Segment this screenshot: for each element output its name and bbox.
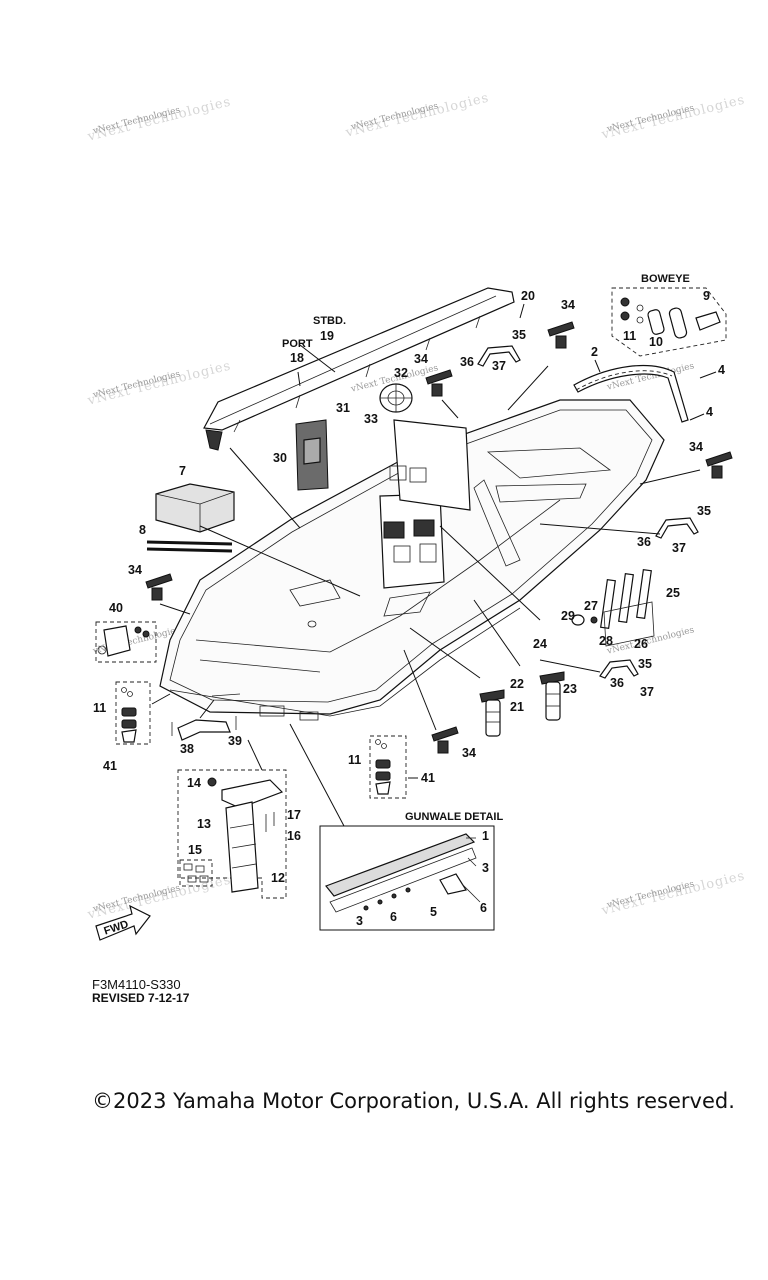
callout-34c: 34 <box>689 440 703 454</box>
callout-41b: 41 <box>421 771 435 785</box>
callout-6b: 6 <box>390 910 397 924</box>
callout-36: 36 <box>460 355 474 369</box>
ladder-group: 14 13 17 16 15 12 <box>177 739 301 899</box>
gunwale-rail <box>203 287 515 451</box>
callout-35b: 35 <box>697 504 711 518</box>
label-port: PORT <box>282 338 313 350</box>
callout-23: 23 <box>563 682 577 696</box>
callout-34d: 34 <box>128 563 142 577</box>
callout-15: 15 <box>188 843 202 857</box>
callout-28: 28 <box>599 634 613 648</box>
callout-2: 2 <box>591 345 598 359</box>
callout-41: 41 <box>103 759 117 773</box>
label-stbd: STBD. <box>313 315 346 327</box>
callout-34b: 34 <box>414 352 428 366</box>
callout-9: 9 <box>703 289 710 303</box>
callout-33: 33 <box>364 412 378 426</box>
callout-34e: 34 <box>462 746 476 760</box>
callout-35c: 35 <box>638 657 652 671</box>
tie-down: 38 39 <box>171 699 242 756</box>
callout-5: 5 <box>430 905 437 919</box>
gunwale-detail-frame <box>319 825 495 931</box>
boweye-group: BOWEYE 9 11 10 <box>611 273 727 357</box>
callout-29: 29 <box>561 609 575 623</box>
label-boweye: BOWEYE <box>641 273 690 285</box>
callout-12: 12 <box>271 871 285 885</box>
callout-14: 14 <box>187 776 201 790</box>
callout-27: 27 <box>584 599 598 613</box>
callout-7: 7 <box>179 464 186 478</box>
rod-holders: 25 27 29 28 26 <box>561 568 680 651</box>
cleat-mid: 34 <box>414 352 453 397</box>
callout-11: 11 <box>623 329 636 343</box>
callout-24: 24 <box>533 637 547 651</box>
callout-8: 8 <box>139 523 146 537</box>
cleat-right: 34 <box>689 440 733 479</box>
callout-34: 34 <box>561 298 575 312</box>
callout-26: 26 <box>634 637 648 651</box>
diagram-code: F3M4110-S330 <box>92 977 181 992</box>
grab-handle-right <box>655 517 699 539</box>
callout-37: 37 <box>492 359 506 373</box>
callout-11c: 11 <box>348 753 361 767</box>
callout-22: 22 <box>510 677 524 691</box>
callout-37c: 37 <box>640 685 654 699</box>
callout-10: 10 <box>649 335 663 349</box>
callout-6: 6 <box>480 901 487 915</box>
label-fwd: FWD <box>102 918 130 937</box>
rods: 8 <box>139 523 233 553</box>
grab-handle-lower <box>599 659 639 679</box>
grab-handle-top <box>477 345 521 367</box>
revision-date: REVISED 7-12-17 <box>92 991 190 1005</box>
callout-19: 19 <box>320 329 334 343</box>
callout-20: 20 <box>521 289 535 303</box>
console-panel: 31 30 <box>273 401 350 491</box>
label-gunwale-detail: GUNWALE DETAIL <box>405 811 503 823</box>
callout-18: 18 <box>290 351 304 365</box>
callout-30: 30 <box>273 451 287 465</box>
callout-3b: 3 <box>356 914 363 928</box>
callout-32: 32 <box>394 366 408 380</box>
bracket-group-40: 40 <box>95 601 157 663</box>
callout-38: 38 <box>180 742 194 756</box>
cleat-bottom: 34 <box>431 726 476 760</box>
gunwale-detail: GUNWALE DETAIL 1 3 6 5 6 3 <box>289 723 503 931</box>
callout-13: 13 <box>197 817 211 831</box>
callout-1: 1 <box>482 829 489 843</box>
callout-17: 17 <box>287 808 301 822</box>
callout-40: 40 <box>109 601 123 615</box>
callout-36b: 36 <box>637 535 651 549</box>
callout-36c: 36 <box>610 676 624 690</box>
callout-35: 35 <box>512 328 526 342</box>
boweye-detail-right: 11 41 <box>348 735 435 799</box>
callout-4b: 4 <box>706 405 713 419</box>
copyright-notice: ©2023 Yamaha Motor Corporation, U.S.A. A… <box>92 1089 735 1113</box>
cooler: 7 <box>155 464 235 533</box>
callout-31: 31 <box>336 401 350 415</box>
callout-4: 4 <box>718 363 725 377</box>
callout-16: 16 <box>287 829 301 843</box>
callout-37b: 37 <box>672 541 686 555</box>
callout-11b: 11 <box>93 701 106 715</box>
steering-wheel: 32 33 <box>364 366 413 426</box>
boat-hull <box>159 399 665 721</box>
callout-3: 3 <box>482 861 489 875</box>
rub-rail <box>573 364 689 423</box>
boweye-detail-left: 11 41 <box>93 681 171 773</box>
cleat-top: 34 <box>547 298 575 349</box>
callout-39: 39 <box>228 734 242 748</box>
callout-25: 25 <box>666 586 680 600</box>
fwd-arrow: FWD <box>95 904 151 941</box>
cleat-left: 34 <box>128 563 173 601</box>
callout-21: 21 <box>510 700 524 714</box>
flush-rod-holders: 22 21 24 23 <box>479 637 577 737</box>
